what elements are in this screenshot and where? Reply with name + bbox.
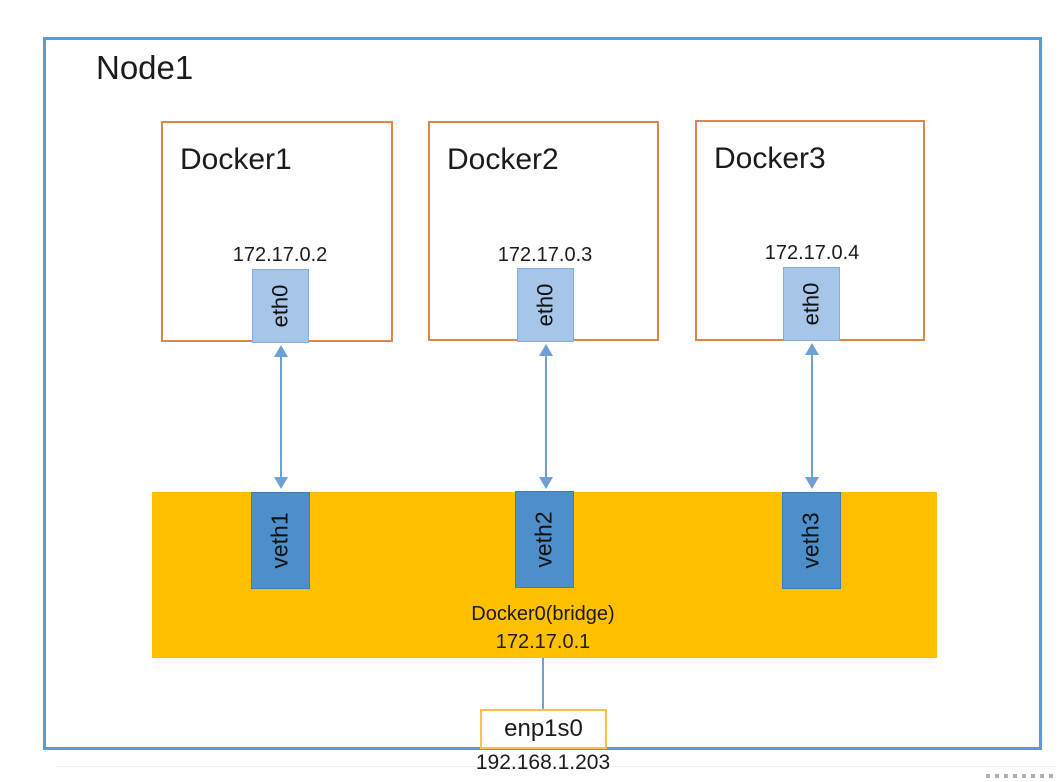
arrow-eth0-veth2 — [539, 344, 553, 489]
docker3-eth0-label: eth0 — [798, 282, 824, 326]
docker1-eth0-label: eth0 — [267, 284, 293, 328]
docker2-label: Docker2 — [447, 143, 559, 176]
node1-title: Node1 — [96, 49, 194, 86]
host-ip-label: 192.168.1.203 — [475, 751, 611, 774]
page-divider-line — [55, 766, 1055, 767]
docker1-eth0-box: eth0 — [252, 269, 309, 343]
docker1-label: Docker1 — [180, 143, 292, 176]
docker2-ip-label: 172.17.0.3 — [497, 244, 593, 266]
docker3-eth0-box: eth0 — [783, 267, 840, 341]
bridge-name-label: Docker0(bridge) — [471, 603, 615, 625]
arrow-down-icon — [274, 477, 288, 489]
watermark-fragment — [986, 774, 1054, 778]
veth3-label: veth3 — [797, 512, 824, 569]
arrow-up-icon — [805, 343, 819, 355]
enp1s0-label: enp1s0 — [504, 715, 583, 742]
arrow-up-icon — [539, 344, 553, 356]
veth3-box: veth3 — [782, 492, 841, 589]
docker1-ip-label: 172.17.0.2 — [232, 244, 328, 266]
arrow-eth0-veth3 — [805, 343, 819, 489]
bridge-ip-label: 172.17.0.1 — [495, 631, 591, 653]
docker3-label: Docker3 — [714, 142, 826, 175]
docker2-eth0-box: eth0 — [517, 268, 574, 342]
veth1-box: veth1 — [251, 492, 310, 589]
docker3-ip-label: 172.17.0.4 — [764, 242, 860, 264]
docker2-eth0-label: eth0 — [532, 283, 558, 327]
arrow-down-icon — [539, 477, 553, 489]
arrow-eth0-veth1 — [274, 345, 288, 489]
arrow-up-icon — [274, 345, 288, 357]
veth2-box: veth2 — [515, 491, 574, 588]
veth2-label: veth2 — [530, 511, 557, 568]
arrow-down-icon — [805, 477, 819, 489]
veth1-label: veth1 — [266, 512, 293, 569]
enp1s0-box: enp1s0 — [480, 709, 607, 749]
connector-bridge-enp1s0 — [542, 658, 544, 709]
